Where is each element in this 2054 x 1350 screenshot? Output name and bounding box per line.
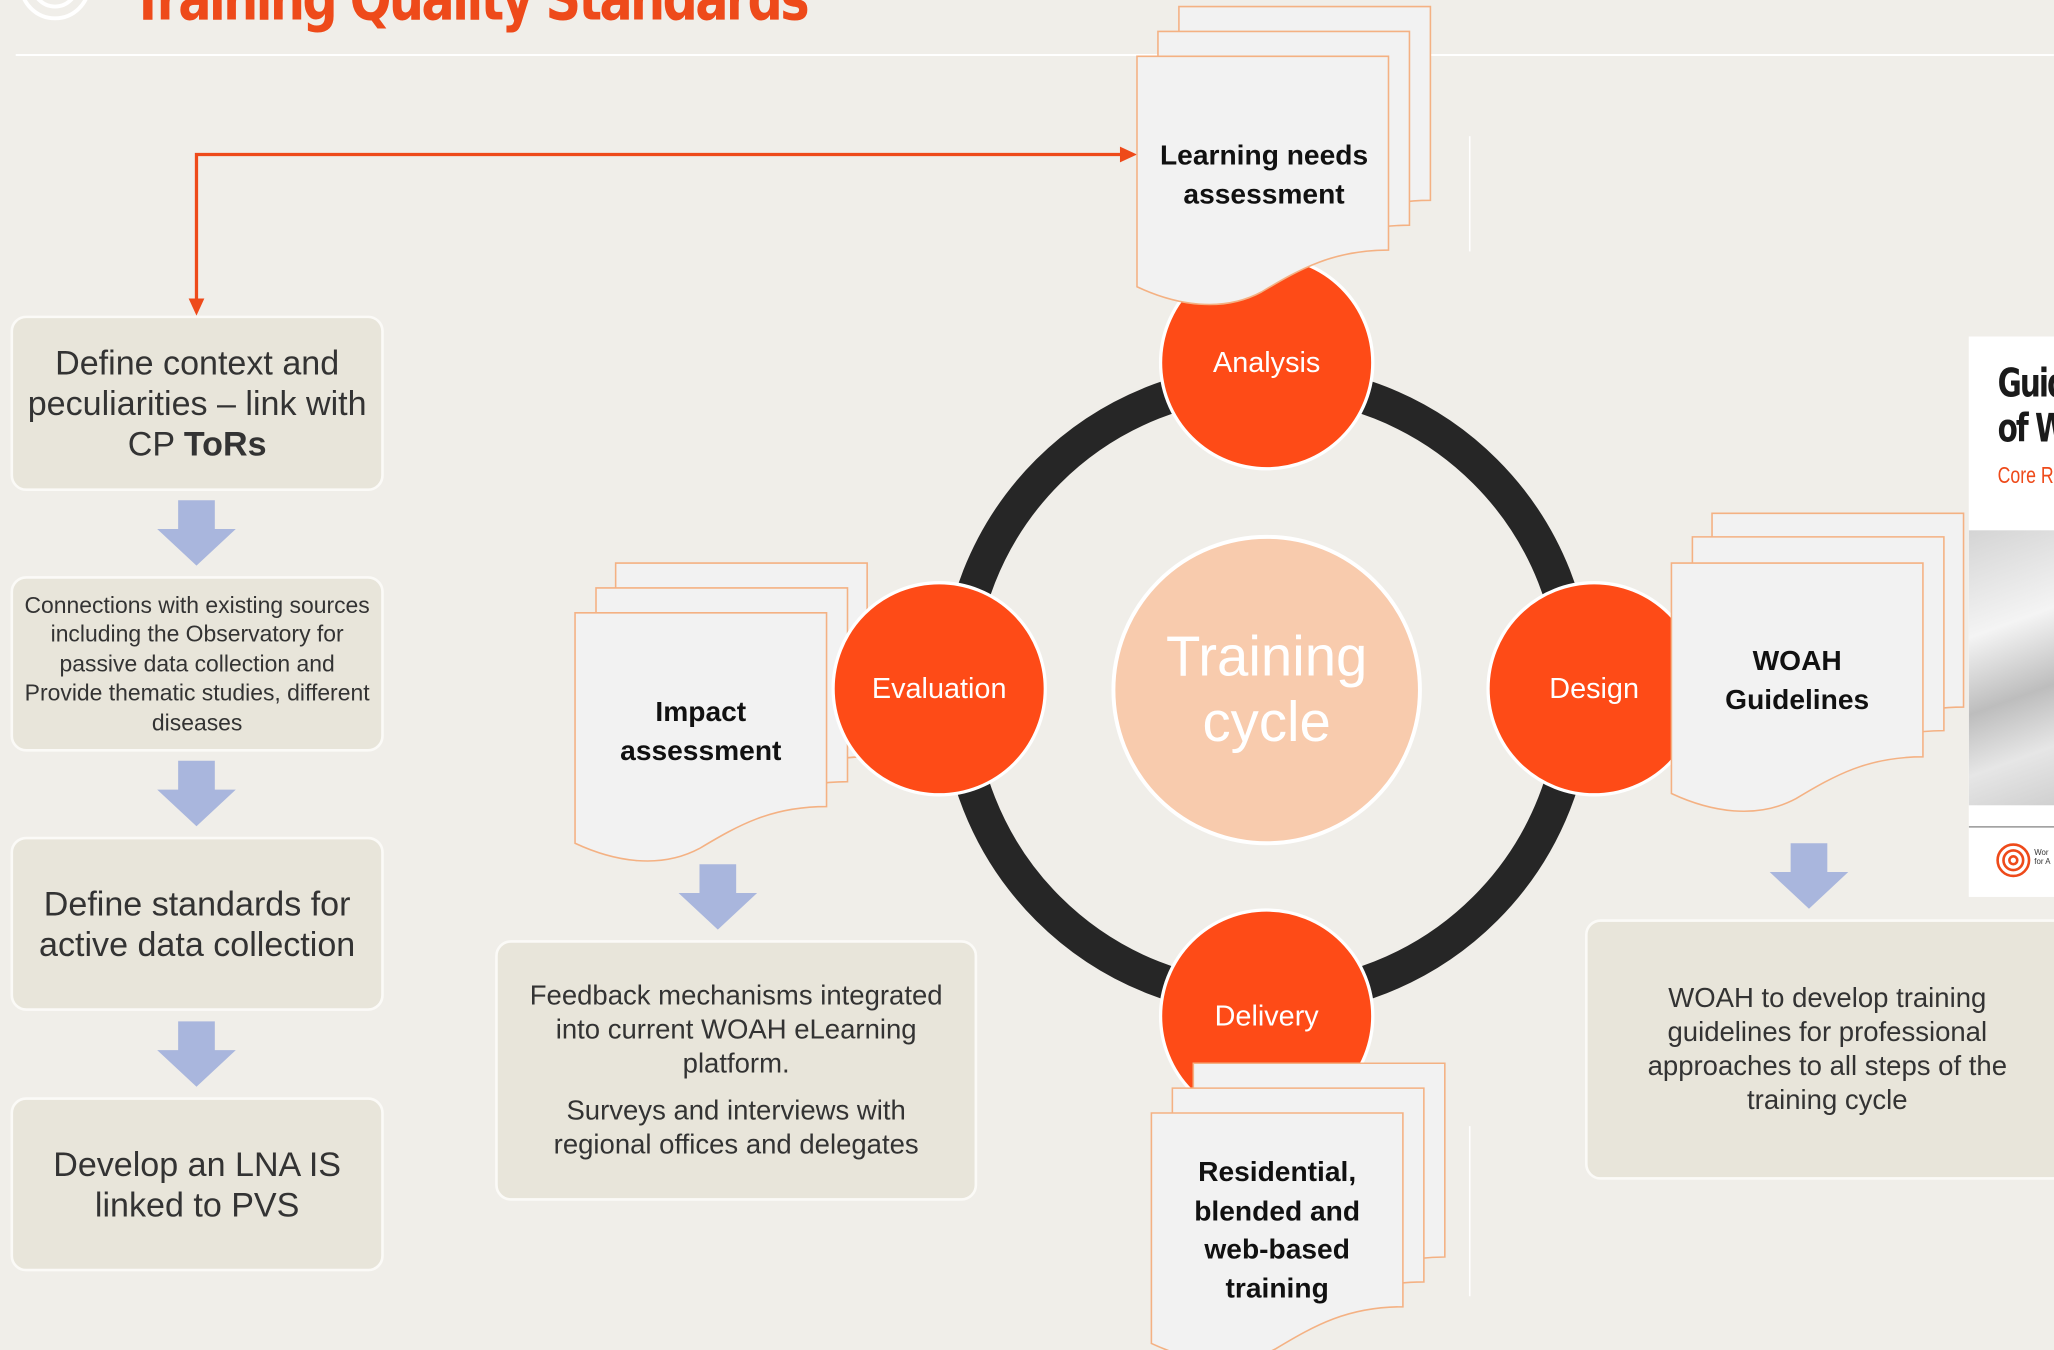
connector-arrowhead-right: [1119, 146, 1137, 163]
feedback-line-1: Feedback mechanisms integrated into curr…: [529, 980, 943, 1079]
cover-seal-icon: [1996, 843, 2031, 878]
down-arrow-impact: [678, 864, 758, 930]
cover-subtitle: Core Req: [1997, 462, 2054, 489]
design-label: Design: [1549, 671, 1639, 705]
cover-rule: [1968, 826, 2054, 828]
guidelines-doc-label: WOAH Guidelines: [1725, 644, 1870, 715]
lna-doc-label: Learning needs assessment: [1159, 139, 1369, 210]
training-cycle-center: [1111, 534, 1422, 846]
delivery-label: Delivery: [1214, 999, 1319, 1032]
step-define-context-text: Define context and peculiarities – link …: [27, 342, 367, 463]
down-arrow-1: [157, 500, 236, 566]
down-arrow-3: [157, 1021, 236, 1087]
woah-logo-icon: [22, 0, 88, 21]
step-develop-lna-is: Develop an LNA IS linked to PVS: [10, 1097, 384, 1272]
evaluation-label: Evaluation: [871, 671, 1007, 705]
cover-org: Wor for A: [2034, 849, 2051, 867]
step-connections-text: Connections with existing sources includ…: [24, 591, 370, 736]
down-arrow-guidelines: [1769, 843, 1849, 909]
feedback-mechanisms-box: Feedback mechanisms integrated into curr…: [495, 940, 978, 1201]
guidelines-cover-thumbnail: Guide of WO Core Req Wor for A: [1968, 336, 2054, 897]
feedback-line-2: Surveys and interviews with regional off…: [553, 1095, 919, 1160]
page-title: Training Quality Standards: [131, 0, 810, 42]
evaluation-stage-circle: [831, 581, 1047, 797]
guidelines-development-box: WOAH to develop training guidelines for …: [1584, 919, 2054, 1180]
cover-title: Guide of WO: [1997, 361, 2054, 452]
connector-arrow: [194, 152, 1134, 312]
connector-arrowhead-down: [188, 298, 205, 316]
step-connections: Connections with existing sources includ…: [10, 576, 384, 752]
delivery-doc-label: Residential, blended and web-based train…: [1194, 1156, 1361, 1304]
training-cycle-label: Training cycle: [1165, 625, 1368, 755]
step-define-context: Define context and peculiarities – link …: [10, 315, 384, 492]
guidelines-development-text: WOAH to develop training guidelines for …: [1647, 982, 2007, 1115]
step-define-standards-text: Define standards for active data collect…: [39, 883, 356, 964]
down-arrow-2: [157, 760, 236, 827]
step-develop-lna-is-text: Develop an LNA IS linked to PVS: [53, 1143, 342, 1224]
analysis-label: Analysis: [1213, 345, 1321, 379]
cover-photo: [1968, 530, 2054, 806]
impact-doc-label: Impact assessment: [620, 695, 782, 766]
step-define-context-bold: ToRs: [183, 423, 267, 463]
step-define-standards: Define standards for active data collect…: [10, 836, 384, 1011]
